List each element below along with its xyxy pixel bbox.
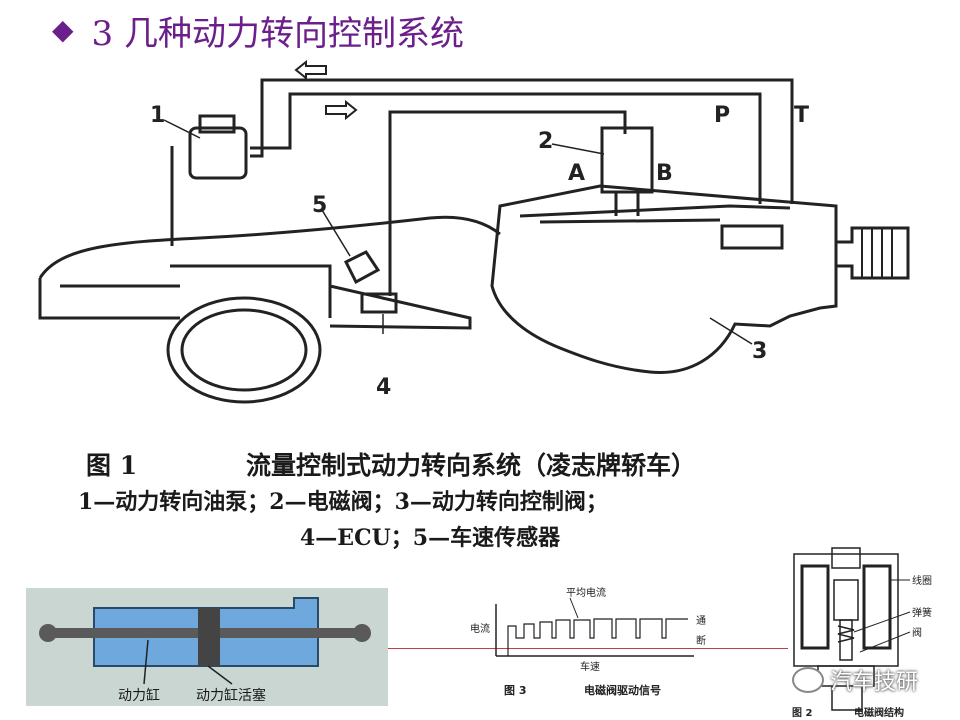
- power-steering-system-diagram: 1 2 A B P T 5 4 3: [38, 59, 910, 404]
- label-solenoid-valve: 2: [538, 129, 553, 154]
- label-average-current: 平均电流: [566, 586, 606, 599]
- figure1-number: 图 1: [86, 451, 138, 480]
- control-valve-housing: [490, 184, 838, 375]
- solenoid-valve: [600, 126, 654, 194]
- label-vehicle-speed: 车速: [580, 660, 600, 673]
- pump-body: [188, 126, 248, 180]
- signal-wire: [388, 110, 627, 296]
- watermark: 汽车技研: [792, 664, 918, 696]
- solenoid-valve-structure-diagram: 线圈 弹簧 阀 图 2 电磁阀结构: [792, 547, 932, 719]
- label-on: 通: [696, 615, 706, 627]
- label-off: 断: [696, 634, 706, 647]
- pump-reservoir: [198, 114, 236, 134]
- power-cylinder-diagram: 动力缸 动力缸活塞: [26, 588, 388, 706]
- label-control-valve: 3: [752, 339, 767, 364]
- piston: [198, 608, 220, 666]
- label-port-p: P: [714, 103, 730, 128]
- label-power-cylinder: 动力缸: [118, 687, 160, 704]
- output-shaft: [836, 226, 910, 280]
- label-ecu: 4: [376, 375, 391, 400]
- figure2-number: 图 2: [792, 707, 812, 719]
- flow-arrow-left-icon: [294, 59, 327, 81]
- pwm-waveform: [507, 618, 688, 656]
- separator-line: [388, 648, 788, 649]
- wheel: [166, 296, 322, 404]
- pressure-line: [250, 92, 762, 204]
- flow-arrow-right-icon: [325, 99, 358, 121]
- label-current: 电流: [470, 622, 490, 635]
- figure1-title: 流量控制式动力转向系统（凌志牌轿车）: [246, 451, 697, 480]
- label-port-a: A: [568, 161, 585, 186]
- watermark-text: 汽车技研: [830, 670, 919, 695]
- figure3-caption: 电磁阀驱动信号: [584, 683, 661, 697]
- page-title-text: 3 几种动力转向控制系统: [91, 13, 464, 54]
- label-spring: 弹簧: [912, 606, 932, 619]
- figure2-caption: 电磁阀结构: [854, 706, 904, 719]
- label-valve: 阀: [912, 626, 922, 639]
- car-body-outline: [38, 215, 501, 330]
- figure1-legend-line-2: 4—ECU；5—车速传感器: [300, 525, 561, 551]
- label-coil: 线圈: [912, 574, 932, 587]
- label-port-b: B: [656, 161, 673, 186]
- figure1-legend-line-1: 1—动力转向油泵；2—电磁阀；3—动力转向控制阀；: [78, 489, 608, 515]
- wechat-icon: [792, 667, 824, 693]
- label-pump: 1: [150, 103, 165, 128]
- drive-signal-diagram: 平均电流 电流 通 断 车速 图 3 电磁阀驱动信号: [470, 586, 706, 697]
- page-title: ◆ 3 几种动力转向控制系统: [52, 4, 464, 56]
- figure3-number: 图 3: [504, 684, 526, 697]
- diamond-bullet-icon: ◆: [52, 13, 74, 46]
- ecu-box: [360, 292, 398, 314]
- speed-sensor: [343, 250, 381, 285]
- return-line: [250, 78, 794, 204]
- label-port-t: T: [794, 103, 809, 128]
- label-speed-sensor: 5: [312, 193, 327, 218]
- label-cylinder-piston: 动力缸活塞: [196, 687, 266, 704]
